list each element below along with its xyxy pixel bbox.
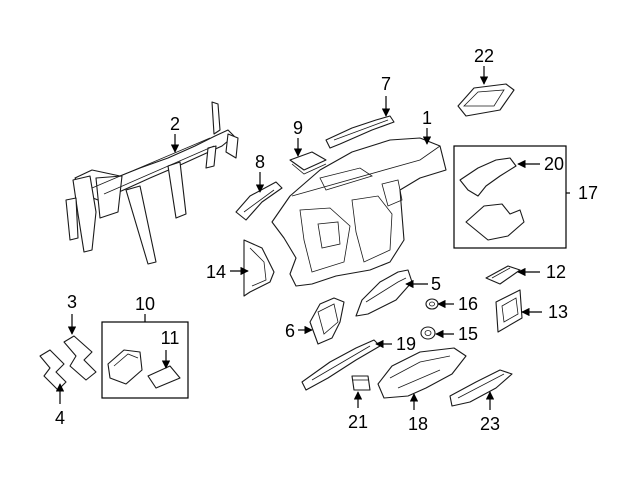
part-small-bezel — [485, 265, 521, 285]
callout-18: 18 — [408, 414, 428, 434]
callout-9: 9 — [293, 118, 303, 138]
callout-8: 8 — [255, 152, 265, 172]
callout-3: 3 — [67, 292, 77, 312]
part-glove-box — [309, 297, 345, 345]
part-panel-top-strip — [325, 115, 395, 149]
part-console — [377, 347, 467, 399]
callout-11: 11 — [161, 328, 180, 348]
part-small-cover — [289, 151, 327, 175]
part-upper-cover — [459, 157, 517, 197]
part-bracket-upper — [63, 335, 97, 381]
callout-1: 1 — [422, 108, 432, 128]
group-box-17 — [453, 145, 567, 249]
callout-4: 4 — [55, 408, 65, 428]
callout-23: 23 — [480, 414, 500, 434]
part-side-trim — [235, 181, 283, 221]
part-ashtray — [107, 349, 143, 385]
part-cross-car-beam — [65, 101, 239, 265]
callout-14: 14 — [206, 262, 226, 282]
callout-numbers: 1 2 3 4 5 6 7 8 9 10 11 12 13 14 15 16 1… — [55, 46, 598, 434]
callout-10: 10 — [135, 294, 155, 314]
part-instrument-panel — [271, 137, 447, 287]
callout-17: 17 — [578, 183, 598, 203]
callout-2: 2 — [170, 114, 180, 134]
callout-7: 7 — [381, 74, 391, 94]
callout-6: 6 — [285, 321, 295, 341]
part-switch-panel — [495, 289, 523, 333]
callout-12: 12 — [546, 262, 566, 282]
part-display-bezel — [457, 83, 515, 117]
callout-19: 19 — [396, 334, 416, 354]
callout-15: 15 — [458, 324, 478, 344]
group-box-10 — [101, 321, 189, 399]
part-grommet — [420, 326, 436, 340]
part-end-panel — [243, 239, 275, 297]
callout-22: 22 — [474, 46, 494, 66]
part-bracket-lower — [39, 349, 67, 391]
callout-13: 13 — [548, 302, 568, 322]
callout-16: 16 — [458, 294, 478, 314]
part-lower-cover — [465, 203, 525, 241]
part-trim-panel — [355, 269, 413, 317]
part-ashtray-lid — [147, 365, 181, 389]
leader-lines — [55, 66, 570, 410]
callout-20: 20 — [544, 154, 564, 174]
part-console-extension — [449, 369, 513, 407]
part-small-block — [351, 375, 371, 391]
callout-5: 5 — [431, 274, 441, 294]
part-clip — [425, 298, 439, 310]
callout-21: 21 — [348, 412, 368, 432]
